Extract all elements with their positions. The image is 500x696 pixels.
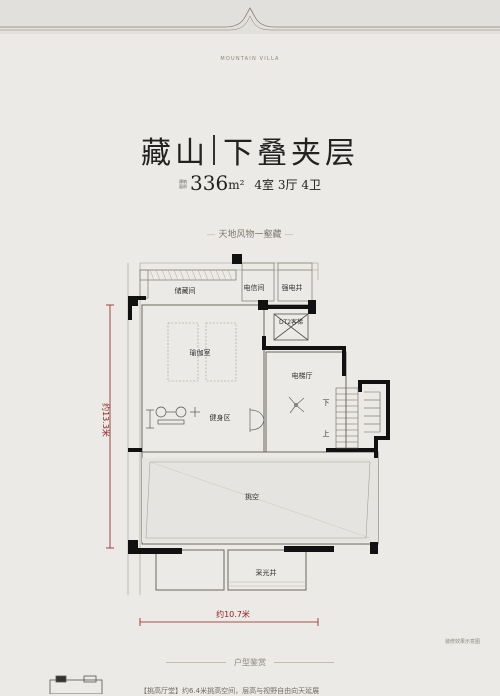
elevator-shaft <box>273 313 309 341</box>
header-band <box>0 0 500 36</box>
void-area <box>142 458 378 542</box>
room-count: 4室 3厅 4卫 <box>254 178 321 192</box>
shafts <box>241 262 313 302</box>
title-left: 藏山 <box>141 136 209 171</box>
title-right: 下叠夹层 <box>223 136 359 171</box>
area-label-bottom: 面积 <box>179 184 188 189</box>
room-void: 挑空 <box>245 492 259 501</box>
room-storage: 储藏间 <box>175 286 196 295</box>
storage-strip <box>139 269 237 299</box>
room-gym: 健身区 <box>210 413 231 422</box>
room-lightwell: 采光井 <box>256 568 277 577</box>
door-swing <box>249 408 265 432</box>
page-title: 藏山 下叠夹层 <box>0 130 500 171</box>
area-label: 建筑 面积 <box>179 179 187 189</box>
area-unit: m² <box>228 178 245 192</box>
height-dimension-label: 约13.3米 <box>101 403 111 437</box>
area-label-top: 建筑 <box>179 179 188 184</box>
tagline: — 天地风物一壑藏 — <box>206 230 294 240</box>
room-lift-hall: 电梯厅 <box>292 371 313 380</box>
gym-equipment <box>146 406 200 429</box>
tagline-text: 天地风物一壑藏 <box>218 230 282 240</box>
floorplan-thumbnail-icon <box>49 675 103 694</box>
section-label-text: 户型鉴赏 <box>234 658 266 667</box>
ceiling-fan-icon <box>288 396 305 414</box>
staircase <box>335 387 381 449</box>
width-dimension-label: 约10.7米 <box>216 609 250 619</box>
room-power: 强电井 <box>282 283 303 292</box>
stairs-down-label: 下 <box>323 399 330 407</box>
dimension-height: 约13.3米 <box>101 304 114 549</box>
dimension-width: 约10.7米 <box>139 609 319 626</box>
stairs-up-label: 上 <box>323 429 330 438</box>
title-separator <box>213 135 215 165</box>
room-telecom: 电信间 <box>244 283 265 292</box>
render-note: 装修效果示意图 <box>444 639 480 645</box>
room-elevator: DT2客梯 <box>279 318 303 326</box>
area-info: 建筑 面积 336 m² 4室 3厅 4卫 <box>0 173 500 193</box>
lightwell-hatch <box>228 581 306 587</box>
section-label: 户型鉴赏 <box>0 657 500 668</box>
footer-description: 【挑高厅堂】约6.4米挑高空间，层高与视野自由向天延展 <box>140 687 320 695</box>
brand-text: MOUNTAIN VILLA <box>220 56 280 62</box>
area-value: 336 <box>190 171 229 195</box>
room-yoga: 瑜伽室 <box>190 348 211 357</box>
